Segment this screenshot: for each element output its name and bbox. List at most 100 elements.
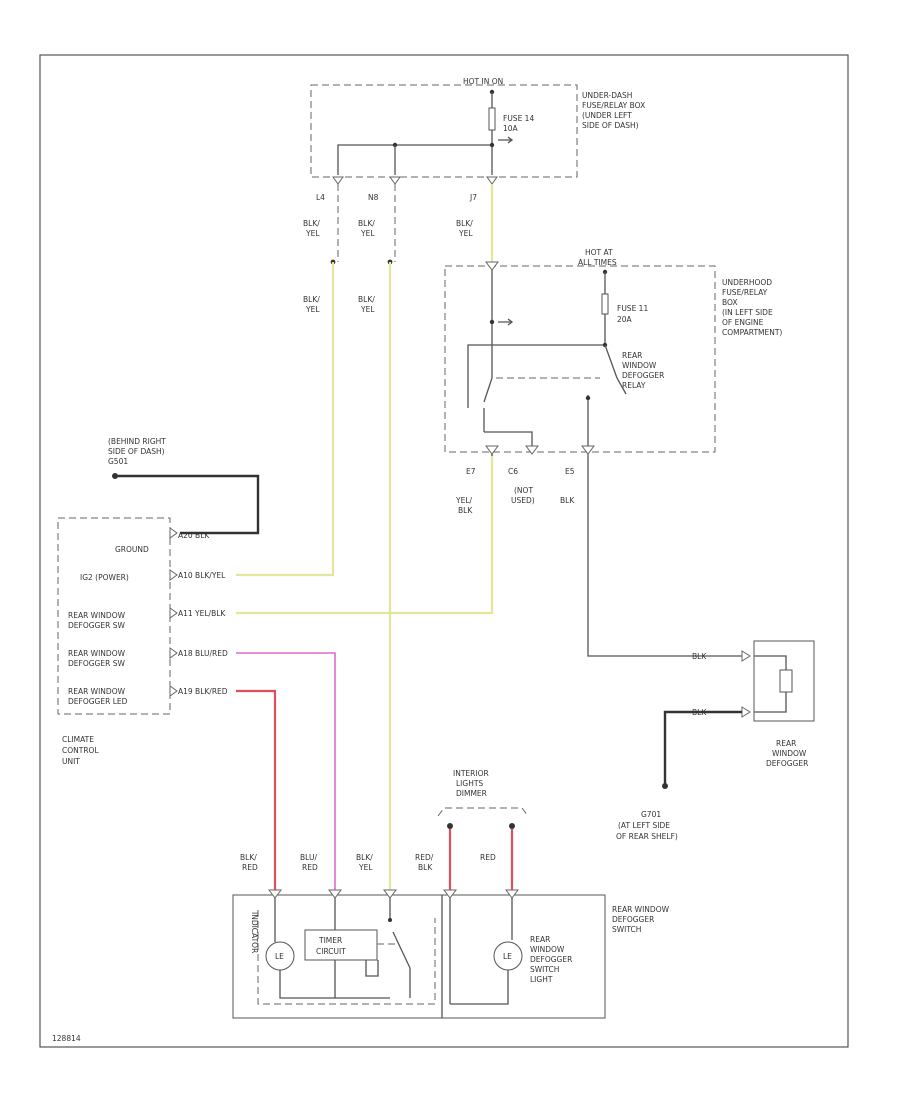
fuse-11-symbol	[601, 293, 609, 315]
underhood-box-label-4: (IN LEFT SIDE	[722, 308, 773, 317]
wire-ig2-power	[236, 262, 335, 577]
switch-connector-1	[268, 889, 282, 899]
wire-label-n8-b: YEL	[360, 229, 375, 238]
connector-l4	[332, 176, 344, 185]
ccu-name-2: CONTROL	[62, 746, 99, 755]
switch-connector-3	[383, 889, 397, 899]
relay-output-blade	[616, 377, 627, 395]
defogger-switch-box	[232, 894, 606, 1019]
wire-label-n8-c: BLK/	[358, 295, 375, 304]
underhood-fuse-box	[444, 265, 716, 453]
wire-label-n8-a: BLK/	[358, 219, 375, 228]
sw-wire-3b: YEL	[358, 863, 373, 872]
connector-e7	[485, 445, 499, 455]
footer-id: 128814	[52, 1034, 81, 1043]
connector-j7	[486, 176, 498, 185]
wire-blu-red-ccu	[236, 652, 336, 890]
wire-label-l4-c: BLK/	[303, 295, 320, 304]
switch-name-3: SWITCH	[612, 925, 641, 934]
ground-wire	[115, 474, 260, 535]
ground-g701-loc-1: (AT LEFT SIDE	[618, 821, 670, 830]
fuse-14-amps: 10A	[503, 124, 519, 133]
sw-light-label-3: DEFOGGER	[530, 955, 572, 964]
fuse-14-label: FUSE 14	[503, 114, 534, 123]
relay-switch-blade	[483, 377, 493, 403]
ccu-wire-a11: A11 YEL/BLK	[178, 609, 226, 618]
defogger-name-3: DEFOGGER	[766, 759, 808, 768]
wire-defogger-sw-yelblk	[236, 454, 494, 615]
sw-wire-1b: RED	[242, 863, 258, 872]
relay-to-c6	[484, 431, 533, 446]
wire-label-e7-a: YEL/	[455, 496, 472, 505]
timer-label-1: TIMER	[318, 936, 342, 945]
ccu-row-sw-a1: REAR WINDOW	[68, 611, 126, 620]
switch-name-2: DEFOGGER	[612, 915, 654, 924]
indicator-lamp-mark: LE	[275, 952, 284, 961]
sw-wire-4b: BLK	[418, 863, 433, 872]
relay-label-4: RELAY	[622, 381, 646, 390]
fuse-14-symbol	[488, 107, 496, 131]
underhood-box-label-3: BOX	[722, 298, 738, 307]
not-used-1: (NOT	[514, 486, 533, 495]
not-used-2: USED)	[511, 496, 535, 505]
connector-underhood-top	[485, 261, 499, 271]
connector-c6	[525, 445, 539, 455]
underhood-box-label-6: COMPARTMENT)	[722, 328, 782, 337]
wire-label-e5: BLK	[560, 496, 575, 505]
switch-left-housing	[257, 910, 436, 1005]
hot-all-times-1: HOT AT	[585, 248, 613, 257]
wire-label-l4-d: YEL	[305, 305, 320, 314]
relay-label-3: DEFOGGER	[622, 371, 664, 380]
sw-wire-5: RED	[480, 853, 496, 862]
connector-n8	[389, 176, 401, 185]
ccu-row-sw-a2: DEFOGGER SW	[68, 621, 125, 630]
switch-connector-2	[328, 889, 342, 899]
underhood-box-label-5: OF ENGINE	[722, 318, 764, 327]
ccu-row-sw-b2: DEFOGGER SW	[68, 659, 125, 668]
wire-label-l4-a: BLK/	[303, 219, 320, 228]
sw-light-label-4: SWITCH	[530, 965, 559, 974]
underdash-box-label-3: (UNDER LEFT	[582, 111, 632, 120]
defogger-element-icon	[779, 669, 793, 693]
relay-coil-drop	[604, 344, 618, 379]
ccu-wire-a10: A10 BLK/YEL	[178, 571, 226, 580]
sw-wire-1a: BLK/	[240, 853, 257, 862]
defogger-name-1: REAR	[776, 739, 796, 748]
sw-light-label-1: REAR	[530, 935, 550, 944]
defogger-element-leads	[754, 655, 787, 713]
ccu-wire-a20: A20 BLK	[178, 531, 210, 540]
sw-light-label-5: LIGHT	[530, 975, 553, 984]
sw-wire-3a: BLK/	[356, 853, 373, 862]
switch-pivot	[388, 918, 392, 922]
underhood-box-label-2: FUSE/RELAY	[722, 288, 768, 297]
fuse-11-amps: 20A	[617, 315, 633, 324]
pin-e5: E5	[565, 467, 575, 476]
defogger-name-2: WINDOW	[772, 749, 807, 758]
ground-loc-1: (BEHIND RIGHT	[108, 437, 166, 446]
switch-contact-blade	[392, 931, 411, 969]
dimmer-label-1: INTERIOR	[453, 769, 489, 778]
ccu-connector-a11	[169, 607, 178, 619]
switch-connector-5	[505, 889, 519, 899]
ccu-wire-a19: A19 BLK/RED	[178, 687, 228, 696]
pin-e7: E7	[466, 467, 476, 476]
underdash-box-label-1: UNDER-DASH	[582, 91, 632, 100]
pin-c6: C6	[508, 467, 518, 476]
uh-node-a	[489, 319, 495, 325]
wire-label-j7-a: BLK/	[456, 219, 473, 228]
ccu-name-1: CLIMATE	[62, 735, 94, 744]
ccu-connector-a10	[169, 569, 178, 581]
switch-name-1: REAR WINDOW	[612, 905, 670, 914]
ground-g701-id: G701	[641, 810, 661, 819]
ccu-row-led-1: REAR WINDOW	[68, 687, 126, 696]
ground-g701-icon	[662, 783, 668, 789]
dimmer-terminal-1	[447, 823, 453, 829]
ccu-wire-a18: A18 BLU/RED	[178, 649, 228, 658]
pin-j7: J7	[469, 193, 477, 202]
dimmer-label-3: DIMMER	[456, 789, 487, 798]
wire-label-j7-b: YEL	[458, 229, 473, 238]
switch-connector-4	[443, 889, 457, 899]
ccu-row-led-2: DEFOGGER LED	[68, 697, 128, 706]
defogger-connector-2	[741, 706, 751, 718]
